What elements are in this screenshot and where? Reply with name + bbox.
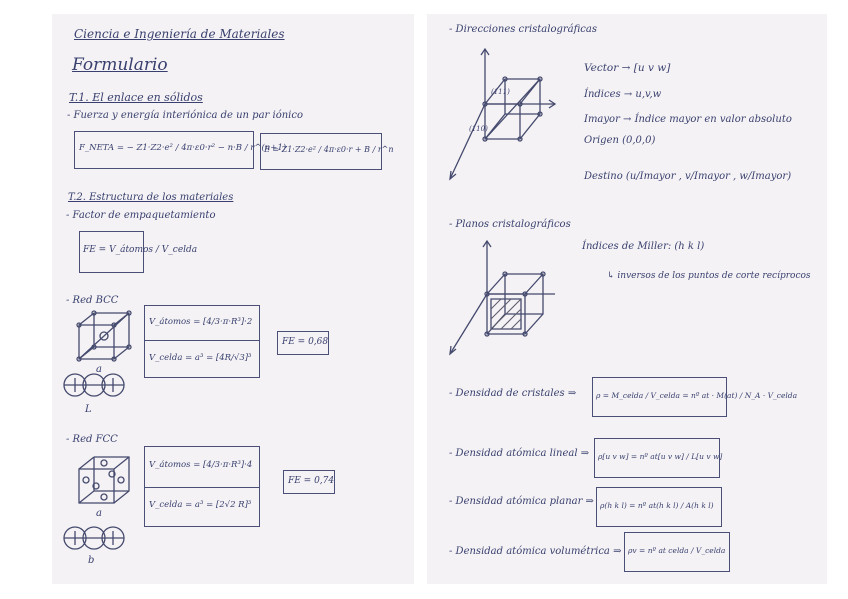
bcc-fe-box: FE = 0,68: [277, 331, 329, 355]
density-linear-formula-box: ρ[u v w] = nº at[u v w] / L[u v w]: [594, 438, 723, 478]
left-notebook-page: Ciencia e Ingeniería de Materiales Formu…: [52, 14, 414, 584]
bcc-label: - Red BCC: [66, 295, 119, 306]
right-notebook-page: - Direcciones cristalográficas (111) (11…: [427, 14, 827, 584]
bcc-cell-edge-label: a: [96, 364, 102, 375]
fcc-vcelda: V_celda = a³ = [2√2 R]³: [149, 500, 252, 510]
fcc-vatomos-box: V_átomos = [4/3·π·R³]·4: [144, 446, 260, 488]
fe-formula-box: FE = V_átomos / V_celda: [79, 231, 197, 273]
page-title: Ciencia e Ingeniería de Materiales: [74, 27, 285, 41]
density-planar-formula: ρ(h k l) = nº at(h k l) / A(h k l): [600, 501, 714, 510]
formulario-heading: Formulario: [72, 55, 168, 75]
density-volumetric-label: - Densidad atómica volumétrica ⇒: [449, 546, 622, 557]
crystal-plane-cube-diagram: [449, 239, 555, 356]
bcc-unit-cell-diagram: [76, 310, 132, 362]
density-linear-label: - Densidad atómica lineal ⇒: [449, 448, 590, 459]
energy-formula-box: E = Z1·Z2·e² / 4π·ε0·r + B / r^n: [260, 133, 394, 170]
directions-heading: - Direcciones cristalográficas: [449, 24, 597, 35]
fcc-vcelda-box: V_celda = a³ = [2√2 R]³: [144, 487, 260, 527]
cube-label-111: (111): [491, 88, 510, 96]
bcc-vcelda: V_celda = a³ = [4R/√3]³: [149, 353, 252, 363]
cube-label-110: (110): [469, 125, 488, 133]
fneta-formula-box: F_NETA = − Z1·Z2·e² / 4π·ε0·r² − n·B / r…: [74, 131, 286, 169]
energy-formula: E = Z1·Z2·e² / 4π·ε0·r + B / r^n: [264, 145, 394, 154]
fcc-atoms-diagram: [63, 526, 125, 550]
miller-indices-line: Índices de Miller: (h k l): [582, 241, 705, 252]
bcc-atoms-diagram: [63, 373, 125, 397]
fcc-unit-cell-diagram: [78, 456, 130, 504]
fcc-fe-value: FE = 0,74: [288, 476, 335, 486]
bcc-fe-value: FE = 0,68: [282, 337, 329, 347]
fcc-fe-box: FE = 0,74: [283, 470, 335, 494]
density-planar-formula-box: ρ(h k l) = nº at(h k l) / A(h k l): [596, 487, 722, 527]
fe-formula: FE = V_átomos / V_celda: [83, 245, 198, 255]
indices-line: Índices → u,v,w: [584, 89, 662, 100]
miller-inversos-line: ↳ inversos de los puntos de corte recípr…: [607, 271, 811, 281]
fneta-formula: F_NETA = − Z1·Z2·e² / 4π·ε0·r² − n·B / r…: [79, 143, 287, 153]
density-crystal-formula-box: ρ = M_celda / V_celda = nº at · M(at) / …: [592, 377, 797, 417]
density-volumetric-formula-box: ρv = nº at celda / V_celda: [624, 532, 730, 572]
density-crystal-label: - Densidad de cristales ⇒: [449, 388, 577, 399]
section1-heading: T.1. El enlace en sólidos: [69, 91, 203, 104]
density-linear-formula: ρ[u v w] = nº at[u v w] / L[u v w]: [598, 452, 723, 461]
section2-bullet: - Factor de empaquetamiento: [66, 210, 216, 221]
fcc-cell-edge-label: a: [96, 508, 102, 519]
planes-heading: - Planos cristalográficos: [449, 219, 571, 230]
density-planar-label: - Densidad atómica planar ⇒: [449, 496, 594, 507]
bcc-atoms-label: L: [85, 404, 92, 415]
destino-line: Destino (u/Imayor , v/Imayor , w/Imayor): [584, 171, 792, 182]
bcc-vatomos: V_átomos = [4/3·π·R³]·2: [149, 317, 253, 327]
fcc-vatomos: V_átomos = [4/3·π·R³]·4: [149, 460, 253, 470]
density-volumetric-formula: ρv = nº at celda / V_celda: [628, 546, 726, 555]
density-crystal-formula: ρ = M_celda / V_celda = nº at · M(at) / …: [596, 391, 798, 400]
bcc-vatomos-box: V_átomos = [4/3·π·R³]·2: [144, 305, 260, 341]
bcc-vcelda-box: V_celda = a³ = [4R/√3]³: [144, 340, 260, 378]
crystal-direction-cube-diagram: [449, 47, 557, 181]
fcc-label: - Red FCC: [66, 434, 118, 445]
fcc-atoms-label: b: [88, 555, 95, 566]
imayor-line: Imayor → Índice mayor en valor absoluto: [584, 114, 792, 125]
section2-heading: T.2. Estructura de los materiales: [68, 192, 234, 203]
origen-line: Origen (0,0,0): [584, 135, 656, 146]
vector-line: Vector → [u v w]: [584, 62, 671, 74]
section1-bullet: - Fuerza y energía interiónica de un par…: [67, 110, 303, 121]
